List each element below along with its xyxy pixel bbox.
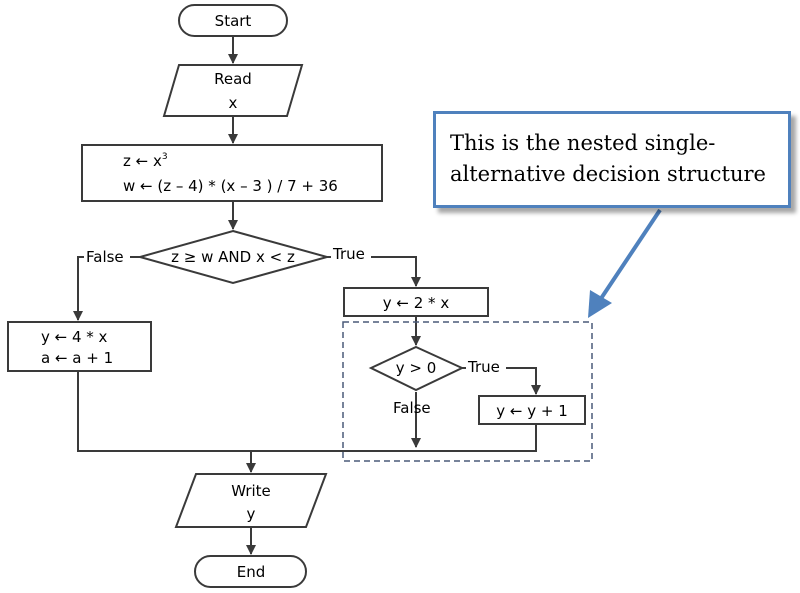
true-branch-text: y ← 2 * x (383, 294, 450, 312)
write-variable: y (247, 505, 256, 523)
decision-1-true-label: True (332, 245, 365, 263)
nested-structure-highlight (342, 321, 593, 462)
false-branch-box (7, 321, 152, 372)
calc-z-line: z ← x3 (123, 152, 168, 170)
decision-1-diamond (136, 229, 331, 285)
calc-z-exponent: 3 (162, 152, 168, 162)
write-output-shape (174, 473, 328, 528)
end-terminal (194, 555, 307, 588)
edge-decision1-false (73, 256, 140, 321)
decision-2-condition: y > 0 (396, 359, 437, 377)
calc-z-text: z ← x (123, 152, 162, 170)
start-label: Start (215, 12, 252, 30)
edge-merge (77, 371, 537, 452)
true-label-bg (331, 245, 371, 263)
calc-w-line: w ← (z – 4) * (x – 3 ) / 7 + 36 (123, 177, 338, 195)
false-branch-line-2: a ← a + 1 (41, 349, 113, 367)
true-branch-box (343, 287, 489, 317)
false-label-bg (84, 247, 130, 265)
write-label: Write (231, 482, 271, 500)
read-label: Read (214, 70, 252, 88)
end-label: End (237, 563, 266, 581)
read-input-shape (162, 64, 304, 117)
decision-2-diamond (368, 345, 465, 392)
callout-pointer-arrow (588, 208, 662, 318)
decision-2-true-label: True (467, 358, 500, 376)
calculation-box (81, 144, 383, 202)
increment-box (478, 395, 586, 425)
decision-2-false-label: False (393, 399, 431, 417)
read-variable: x (229, 94, 238, 112)
increment-text: y ← y + 1 (496, 402, 568, 420)
false-branch-line-1: y ← 4 * x (41, 328, 108, 346)
decision-1-condition: z ≥ w AND x < z (171, 248, 295, 266)
callout-text: This is the nested single-alternative de… (450, 131, 766, 186)
callout-box: This is the nested single-alternative de… (433, 111, 791, 208)
start-terminal (178, 4, 288, 37)
d2-true-label-bg (466, 358, 506, 376)
decision-1-false-label: False (86, 248, 124, 266)
